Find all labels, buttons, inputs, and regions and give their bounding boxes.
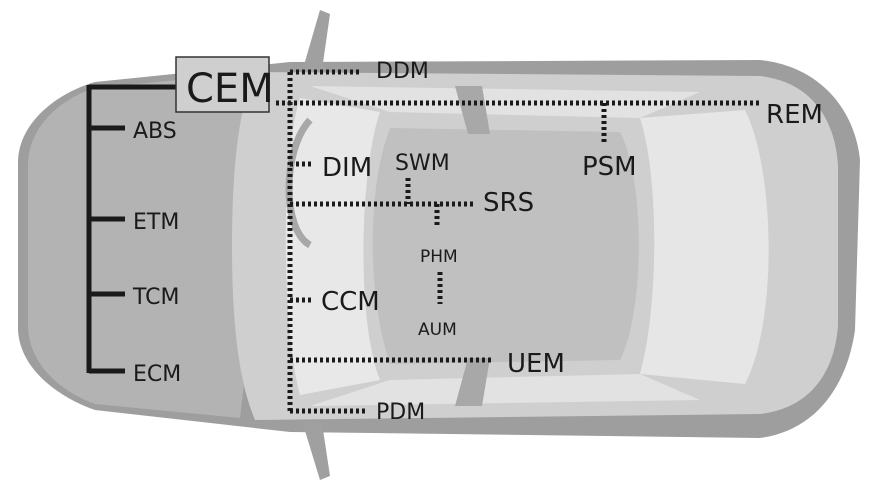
car-roof	[372, 128, 639, 364]
label-pdm: PDM	[376, 400, 425, 425]
label-psm: PSM	[582, 152, 637, 182]
windshield	[285, 98, 380, 395]
module-labels: CEM ABS ETM TCM ECM DDM REM DIM SWM PSM …	[132, 59, 823, 425]
mirror-right	[302, 421, 330, 480]
label-tcm: TCM	[132, 285, 180, 310]
label-dim: DIM	[322, 153, 372, 183]
low-speed-bus	[276, 69, 762, 414]
label-srs: SRS	[483, 188, 534, 218]
label-swm: SWM	[395, 151, 450, 176]
car-body	[18, 10, 860, 480]
label-uem: UEM	[507, 349, 565, 379]
high-speed-bus	[86, 84, 179, 374]
b-pillar-top	[455, 86, 490, 134]
label-cem: CEM	[186, 66, 274, 112]
label-abs: ABS	[133, 119, 177, 144]
label-rem: REM	[766, 100, 823, 130]
label-ccm: CCM	[321, 287, 380, 317]
label-phm: PHM	[420, 247, 458, 267]
rear-window	[640, 110, 769, 384]
label-ecm: ECM	[133, 362, 181, 387]
label-aum: AUM	[418, 320, 457, 340]
b-pillar-bottom	[455, 358, 490, 406]
label-ddm: DDM	[376, 59, 429, 84]
cem-box	[175, 56, 270, 113]
side-window-bottom	[310, 374, 700, 406]
label-etm: ETM	[133, 210, 179, 235]
car-hood	[28, 74, 260, 418]
mirror-left	[302, 10, 330, 72]
